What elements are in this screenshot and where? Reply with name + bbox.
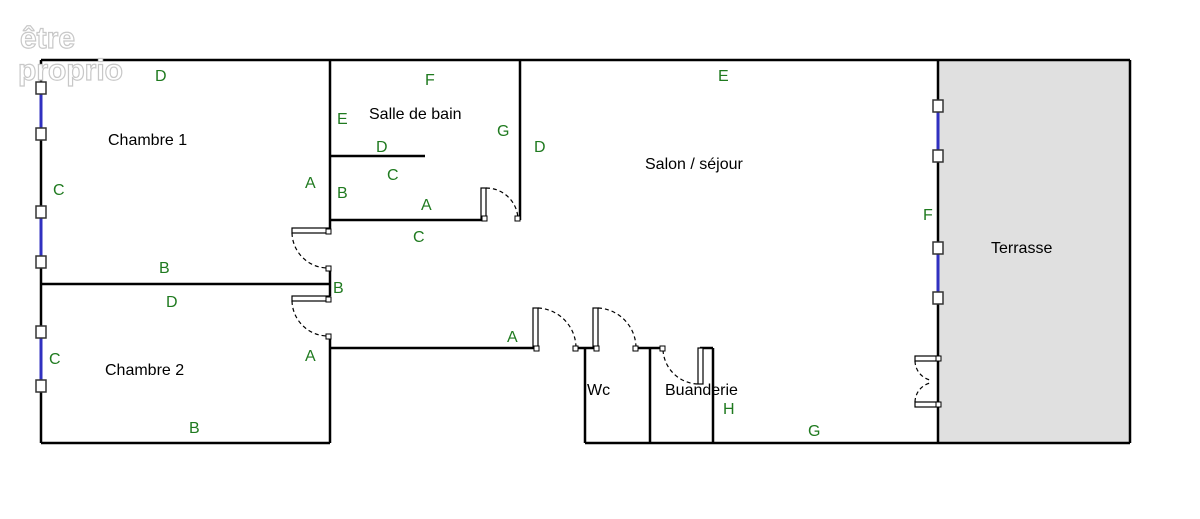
room-labels: Chambre 1 Chambre 2 Salle de bain Salon …: [105, 106, 1052, 399]
windows: [35, 81, 944, 393]
wall-label: B: [189, 420, 200, 437]
doors: [291, 187, 942, 408]
wall-label: D: [534, 139, 546, 156]
door-buanderie: [592, 307, 637, 349]
wall-label: C: [49, 351, 61, 368]
room-label-salon: Salon / séjour: [645, 156, 744, 173]
room-label-chambre2: Chambre 2: [105, 362, 184, 379]
wall-label: B: [337, 185, 348, 202]
logo: être proprio: [17, 21, 123, 87]
wall-label: A: [421, 197, 432, 214]
wall-label: C: [413, 229, 425, 246]
logo-line1: être: [20, 22, 75, 55]
door-chambre2: [291, 295, 331, 337]
wall-label: F: [923, 207, 933, 224]
room-label-chambre1: Chambre 1: [108, 132, 187, 149]
wall-label: A: [305, 175, 316, 192]
wall-label: G: [808, 423, 820, 440]
wall-label: D: [155, 68, 167, 85]
wall-label: H: [723, 401, 735, 418]
door-wc: [532, 307, 577, 349]
wall-labels: D C A B D C A B B F E G D C B A C E D F …: [49, 68, 933, 440]
wall-label: B: [159, 260, 170, 277]
room-label-salle-de-bain: Salle de bain: [369, 106, 462, 123]
wall-label: E: [718, 68, 729, 85]
door-bathroom: [480, 187, 519, 221]
door-terrace: [914, 355, 940, 408]
door-buanderie-inner: [662, 347, 704, 385]
wall-label: B: [333, 280, 344, 297]
wall-label: A: [305, 348, 316, 365]
wall-label: E: [337, 111, 348, 128]
wall-label: A: [507, 329, 518, 346]
wall-label: C: [53, 182, 65, 199]
walls: [39, 58, 1132, 445]
terrace-area: [938, 60, 1130, 443]
room-label-wc: Wc: [587, 382, 610, 399]
room-label-terrasse: Terrasse: [991, 240, 1052, 257]
wall-label: D: [166, 294, 178, 311]
door-chambre1: [291, 227, 331, 269]
room-label-buanderie: Buanderie: [665, 382, 738, 399]
wall-label: F: [425, 72, 435, 89]
wall-label: C: [387, 167, 399, 184]
wall-label: D: [376, 139, 388, 156]
logo-line2: proprio: [18, 54, 123, 87]
wall-label: G: [497, 123, 509, 140]
